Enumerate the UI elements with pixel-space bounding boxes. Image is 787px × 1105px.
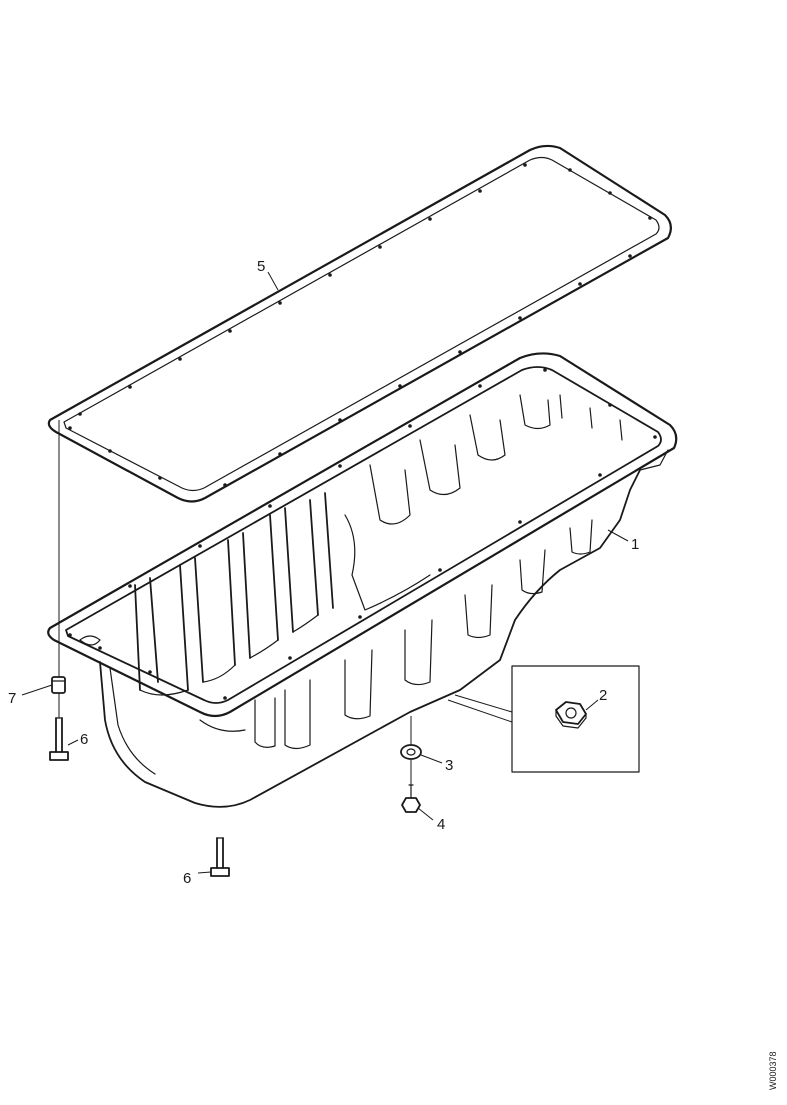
callout-6b: 6 (183, 870, 191, 887)
callout-2: 2 (599, 687, 607, 704)
drawing-number: W000378 (768, 1051, 778, 1090)
callout-4: 4 (437, 816, 445, 833)
spacer-sleeve (51, 676, 66, 694)
gasket-bolt-holes (68, 163, 652, 487)
oil-pan-gasket (47, 144, 672, 503)
detail-nut (555, 701, 587, 729)
oil-pan (47, 352, 678, 808)
callout-1: 1 (631, 536, 639, 553)
pan-flange-bolt-holes (68, 368, 657, 700)
callout-3: 3 (445, 757, 453, 774)
detail-inset (447, 665, 640, 773)
callout-5: 5 (257, 258, 265, 275)
callout-6a: 6 (80, 731, 88, 748)
flange-bolt-bottom (210, 837, 230, 877)
sealing-washer (400, 744, 422, 760)
pan-side-pockets (199, 519, 593, 750)
drain-plug (401, 784, 421, 813)
pan-internal-ribs (134, 394, 623, 696)
flange-bolt-left (49, 717, 69, 761)
callout-7: 7 (8, 690, 16, 707)
